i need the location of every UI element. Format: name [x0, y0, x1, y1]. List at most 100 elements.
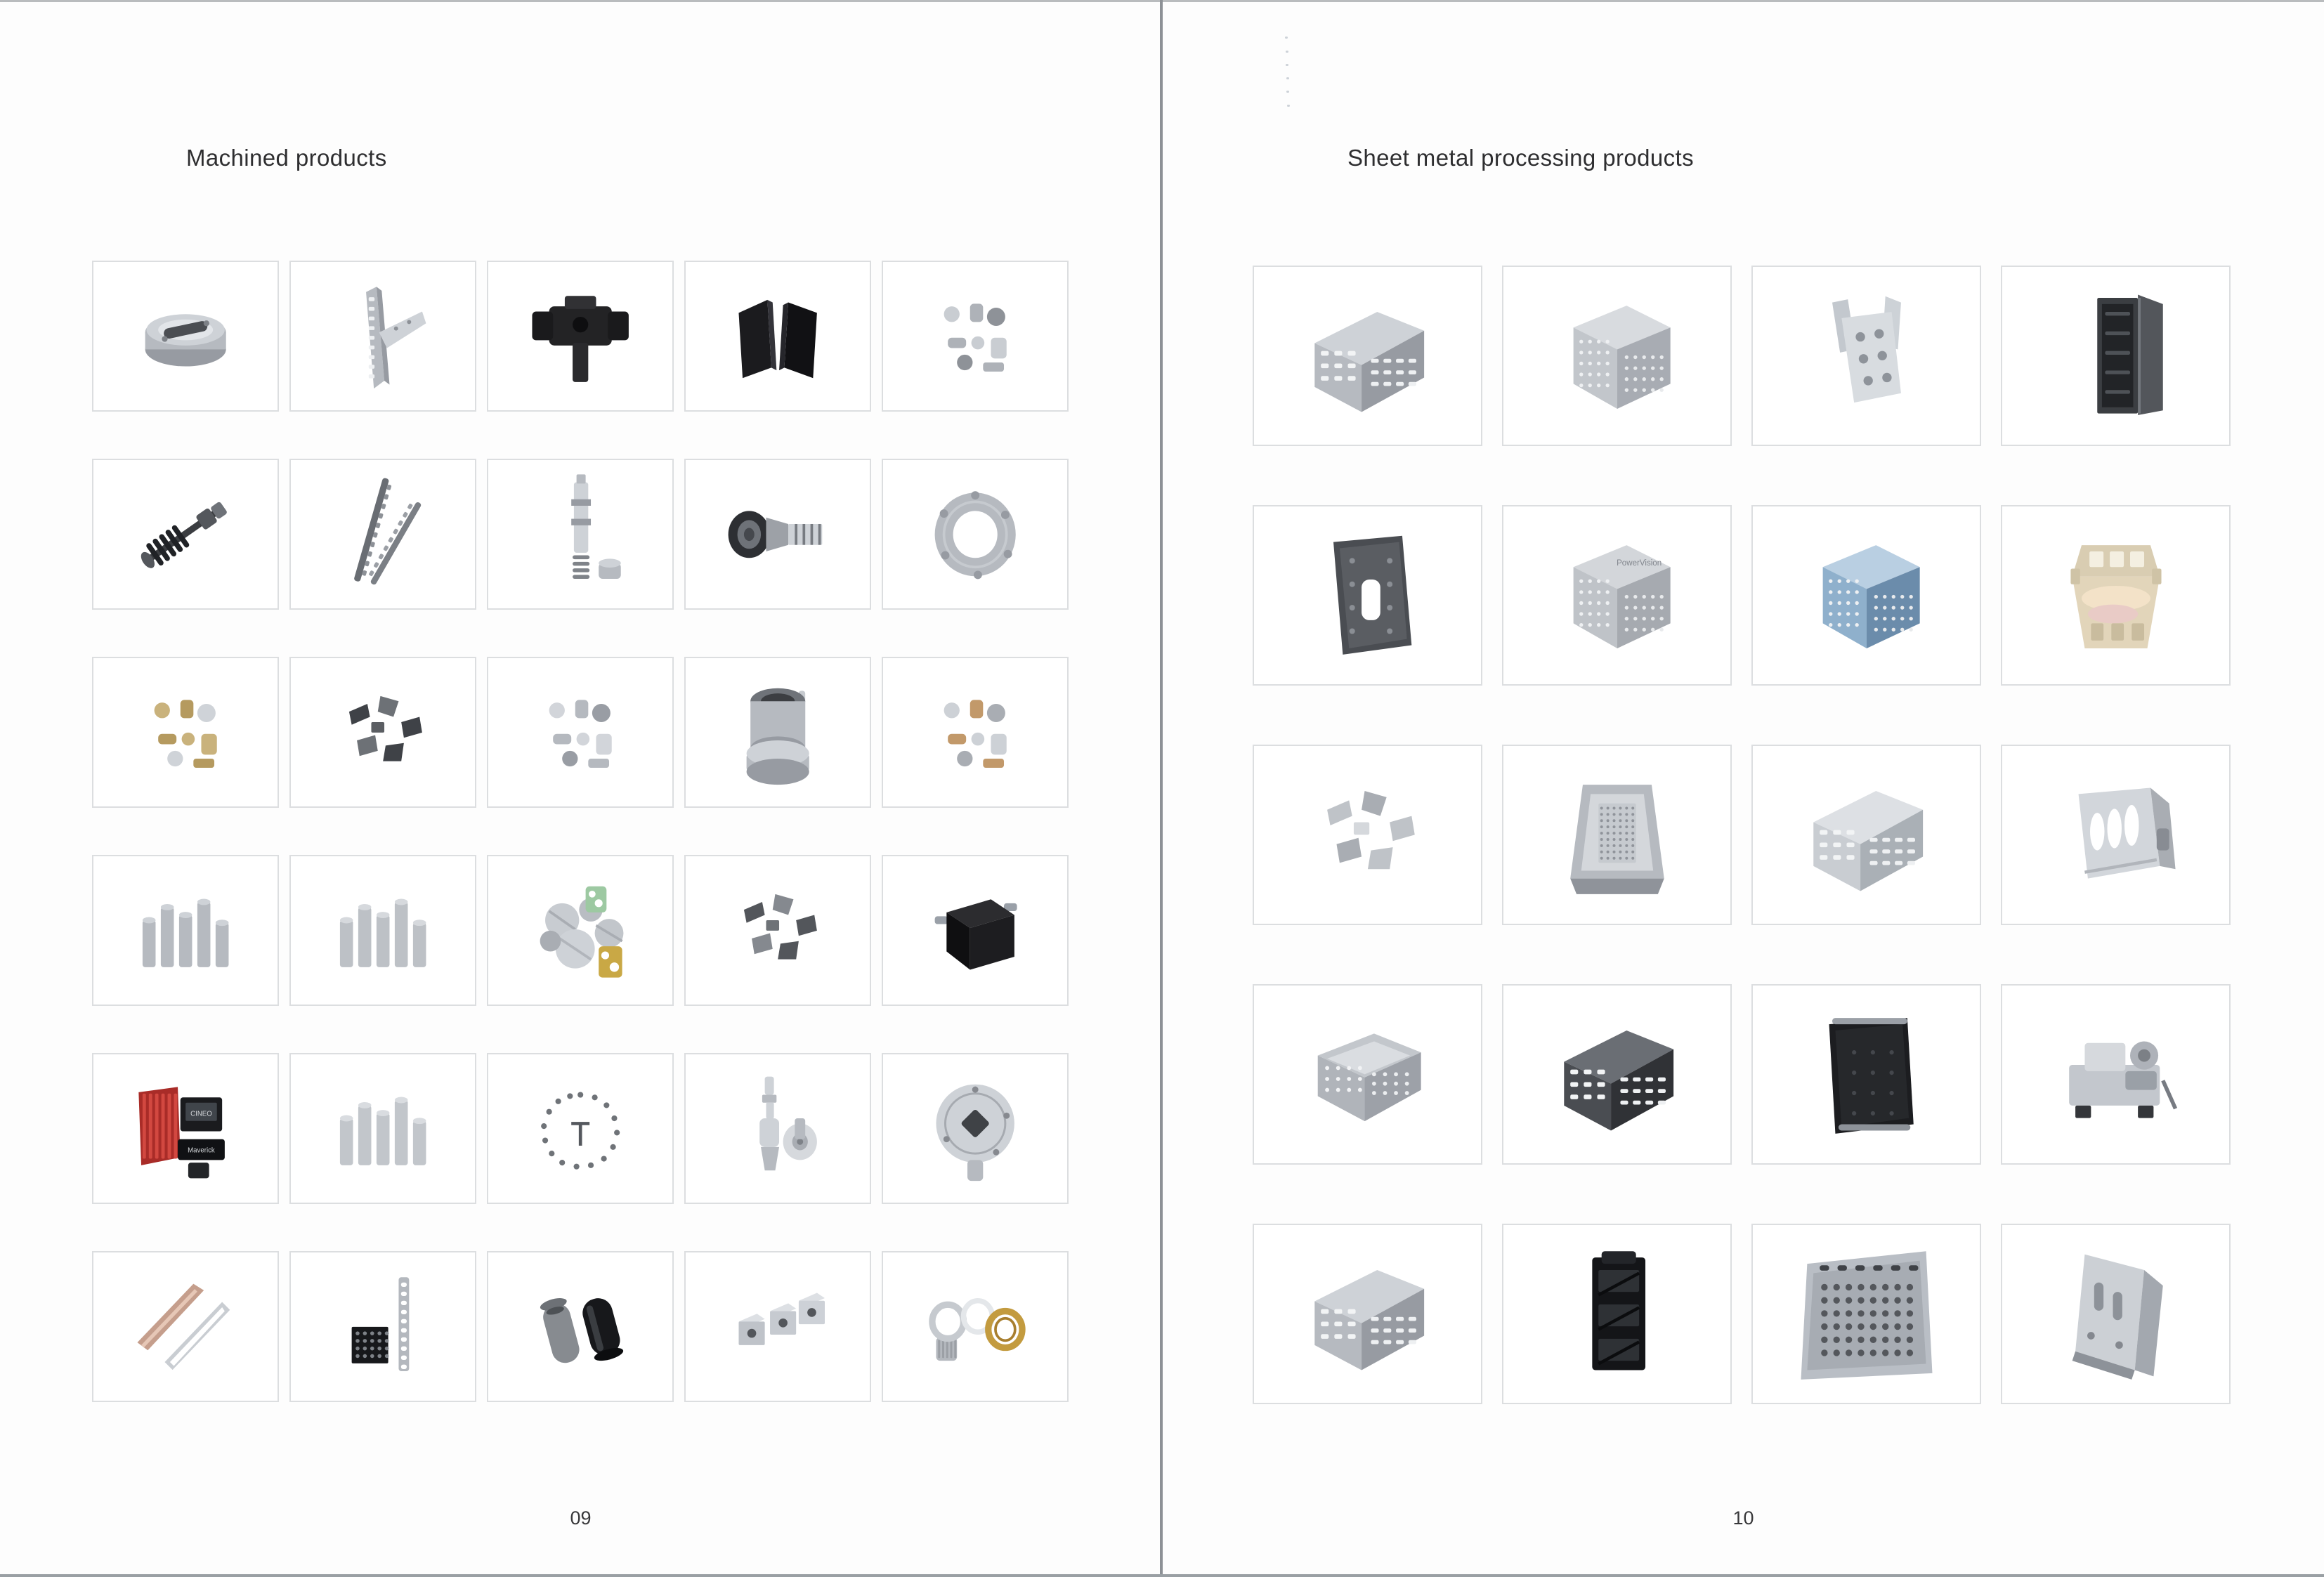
product-photo-brass-pins-set [92, 657, 279, 808]
product-photo-blue-vented-enclosure [1751, 505, 1981, 686]
angled-serrated-bracket-illustration [365, 286, 426, 388]
oval-tube-sleeves-illustration [540, 1297, 623, 1363]
black-drive-cage-illustration [1591, 1251, 1645, 1370]
product-photo-flanged-cylinder [684, 657, 871, 808]
round-hole-tray-illustration [1800, 1251, 1933, 1380]
dowel-pins-set-illustration [339, 1097, 426, 1165]
page-title: Sheet metal processing products [1347, 145, 1694, 171]
perforated-chassis-tray-2-illustration [1314, 1270, 1424, 1370]
oval-cutout-hood-illustration [2078, 787, 2176, 879]
perforated-cube-enclosure-illustration [1573, 306, 1671, 410]
page-title: Machined products [186, 145, 387, 171]
product-photo-metal-rings-set [882, 1251, 1069, 1402]
product-photo-perforated-chassis-tray [1253, 266, 1482, 446]
product-photo-black-drive-cage [1502, 1224, 1732, 1404]
round-machined-housing-illustration [145, 313, 226, 367]
product-photo-rose-gold-panel-set [92, 1251, 279, 1402]
page-number: 10 [1732, 1507, 1754, 1529]
product-photo-serrated-broach-rods [289, 459, 476, 610]
product-photo-black-clamp-bracket [487, 261, 674, 412]
product-photo-oval-cutout-hood [2001, 745, 2231, 925]
flanged-cylinder-illustration [746, 688, 809, 785]
stainless-standoffs-illustration [142, 898, 229, 967]
gray-bracket-set-illustration [743, 894, 817, 960]
product-photo-keypad-plate-and-strip [289, 1251, 476, 1402]
scan-speck [1286, 77, 1289, 79]
product-grid-right: PowerVision [1253, 266, 2231, 1404]
svg-text:Maverick: Maverick [188, 1146, 215, 1154]
product-photo-machined-chassis-assembly [2001, 984, 2231, 1165]
dark-machined-plate-illustration [1333, 535, 1411, 655]
product-photo-spindle-and-flange-wheel [684, 1053, 871, 1204]
product-photo-bevel-gear-shaft [684, 459, 871, 610]
turned-fittings-set-illustration [549, 700, 612, 768]
product-photo-stepped-perforated-enclosure [1751, 745, 1981, 925]
bevel-gear-shaft-illustration [728, 511, 823, 558]
plunger-shaft-illustration [570, 474, 621, 579]
scan-speck [1285, 37, 1288, 39]
product-photo-gray-bracket-set [684, 855, 871, 1006]
product-photo-round-machined-housing [92, 261, 279, 412]
product-photo-studded-zinc-bracket [1751, 266, 1981, 446]
black-angled-plates-illustration [738, 299, 817, 378]
blue-vented-enclosure-illustration [1822, 545, 1920, 649]
product-photo-tubes-and-cups-set [882, 657, 1069, 808]
product-photo-round-hole-tray [1751, 1224, 1981, 1404]
svg-text:CINEO: CINEO [190, 1110, 212, 1118]
scan-speck [1286, 51, 1288, 53]
scan-speck [1286, 64, 1288, 66]
product-photo-drilled-blocks-set [684, 1251, 871, 1402]
page-number: 09 [570, 1507, 592, 1529]
milled-discs-set-illustration [540, 886, 624, 978]
bottom-edge-line [0, 1574, 2324, 1577]
spindle-and-flange-wheel-illustration [759, 1076, 817, 1170]
page-machined-products: Machined products CINEO Maverick 09 [0, 0, 1161, 1577]
metal-rings-set-illustration [929, 1297, 1026, 1361]
product-photo-server-rack-cabinet [2001, 266, 2231, 446]
dark-mesh-chassis-illustration [1563, 1030, 1673, 1131]
product-photo-black-chassis-tray [1751, 984, 1981, 1165]
product-photo-oval-tube-sleeves [487, 1251, 674, 1402]
machined-chassis-assembly-illustration [2068, 1041, 2177, 1118]
hex-perforated-tray-illustration [1317, 1033, 1421, 1122]
product-photo-aluminum-adapter-flange [882, 459, 1069, 610]
product-photo-small-turned-fasteners [882, 261, 1069, 412]
powervision-enclosure-illustration: PowerVision [1573, 545, 1671, 649]
serrated-broach-rods-illustration [353, 478, 422, 584]
mesh-window-frame-illustration [1569, 785, 1664, 895]
square-hole-flange-illustration [936, 1084, 1014, 1181]
cv-axle-shaft-illustration [141, 502, 227, 568]
bent-clips-set-illustration [1326, 791, 1415, 870]
product-photo-bent-clips-set [1253, 745, 1482, 925]
page-divider [1160, 0, 1163, 1577]
product-photo-mesh-window-frame [1502, 745, 1732, 925]
rose-gold-panel-set-illustration [137, 1283, 230, 1370]
product-photo-zinc-plated-bracket-tray [2001, 505, 2231, 686]
product-photo-pin-circle-set [487, 1053, 674, 1204]
product-photo-steel-clips-set [289, 657, 476, 808]
scan-speck [1286, 91, 1289, 93]
zinc-plated-bracket-tray-illustration [2070, 545, 2162, 649]
black-clamp-bracket-illustration [532, 295, 629, 382]
product-photo-plunger-shaft [487, 459, 674, 610]
keypad-plate-and-strip-illustration [351, 1276, 410, 1371]
drilled-blocks-set-illustration [738, 1293, 825, 1345]
product-photo-powervision-enclosure: PowerVision [1502, 505, 1732, 686]
aluminum-adapter-flange-illustration [934, 490, 1016, 579]
product-photo-perforated-chassis-tray-2 [1253, 1224, 1482, 1404]
red-heatsink-module-illustration: CINEO Maverick [138, 1087, 225, 1179]
product-photo-perforated-cube-enclosure [1502, 266, 1732, 446]
steel-clips-set-illustration [348, 695, 422, 761]
product-photo-bent-bracket-panel [2001, 1224, 2231, 1404]
product-photo-hex-perforated-tray [1253, 984, 1482, 1165]
product-photo-threaded-spindles [289, 855, 476, 1006]
product-photo-angled-serrated-bracket [289, 261, 476, 412]
bent-bracket-panel-illustration [2072, 1254, 2163, 1380]
product-photo-black-sheet-box [882, 855, 1069, 1006]
product-photo-square-hole-flange [882, 1053, 1069, 1204]
black-sheet-box-illustration [934, 898, 1017, 970]
product-photo-dark-mesh-chassis [1502, 984, 1732, 1165]
product-grid-left: CINEO Maverick [92, 261, 1069, 1402]
perforated-chassis-tray-illustration [1314, 312, 1424, 412]
